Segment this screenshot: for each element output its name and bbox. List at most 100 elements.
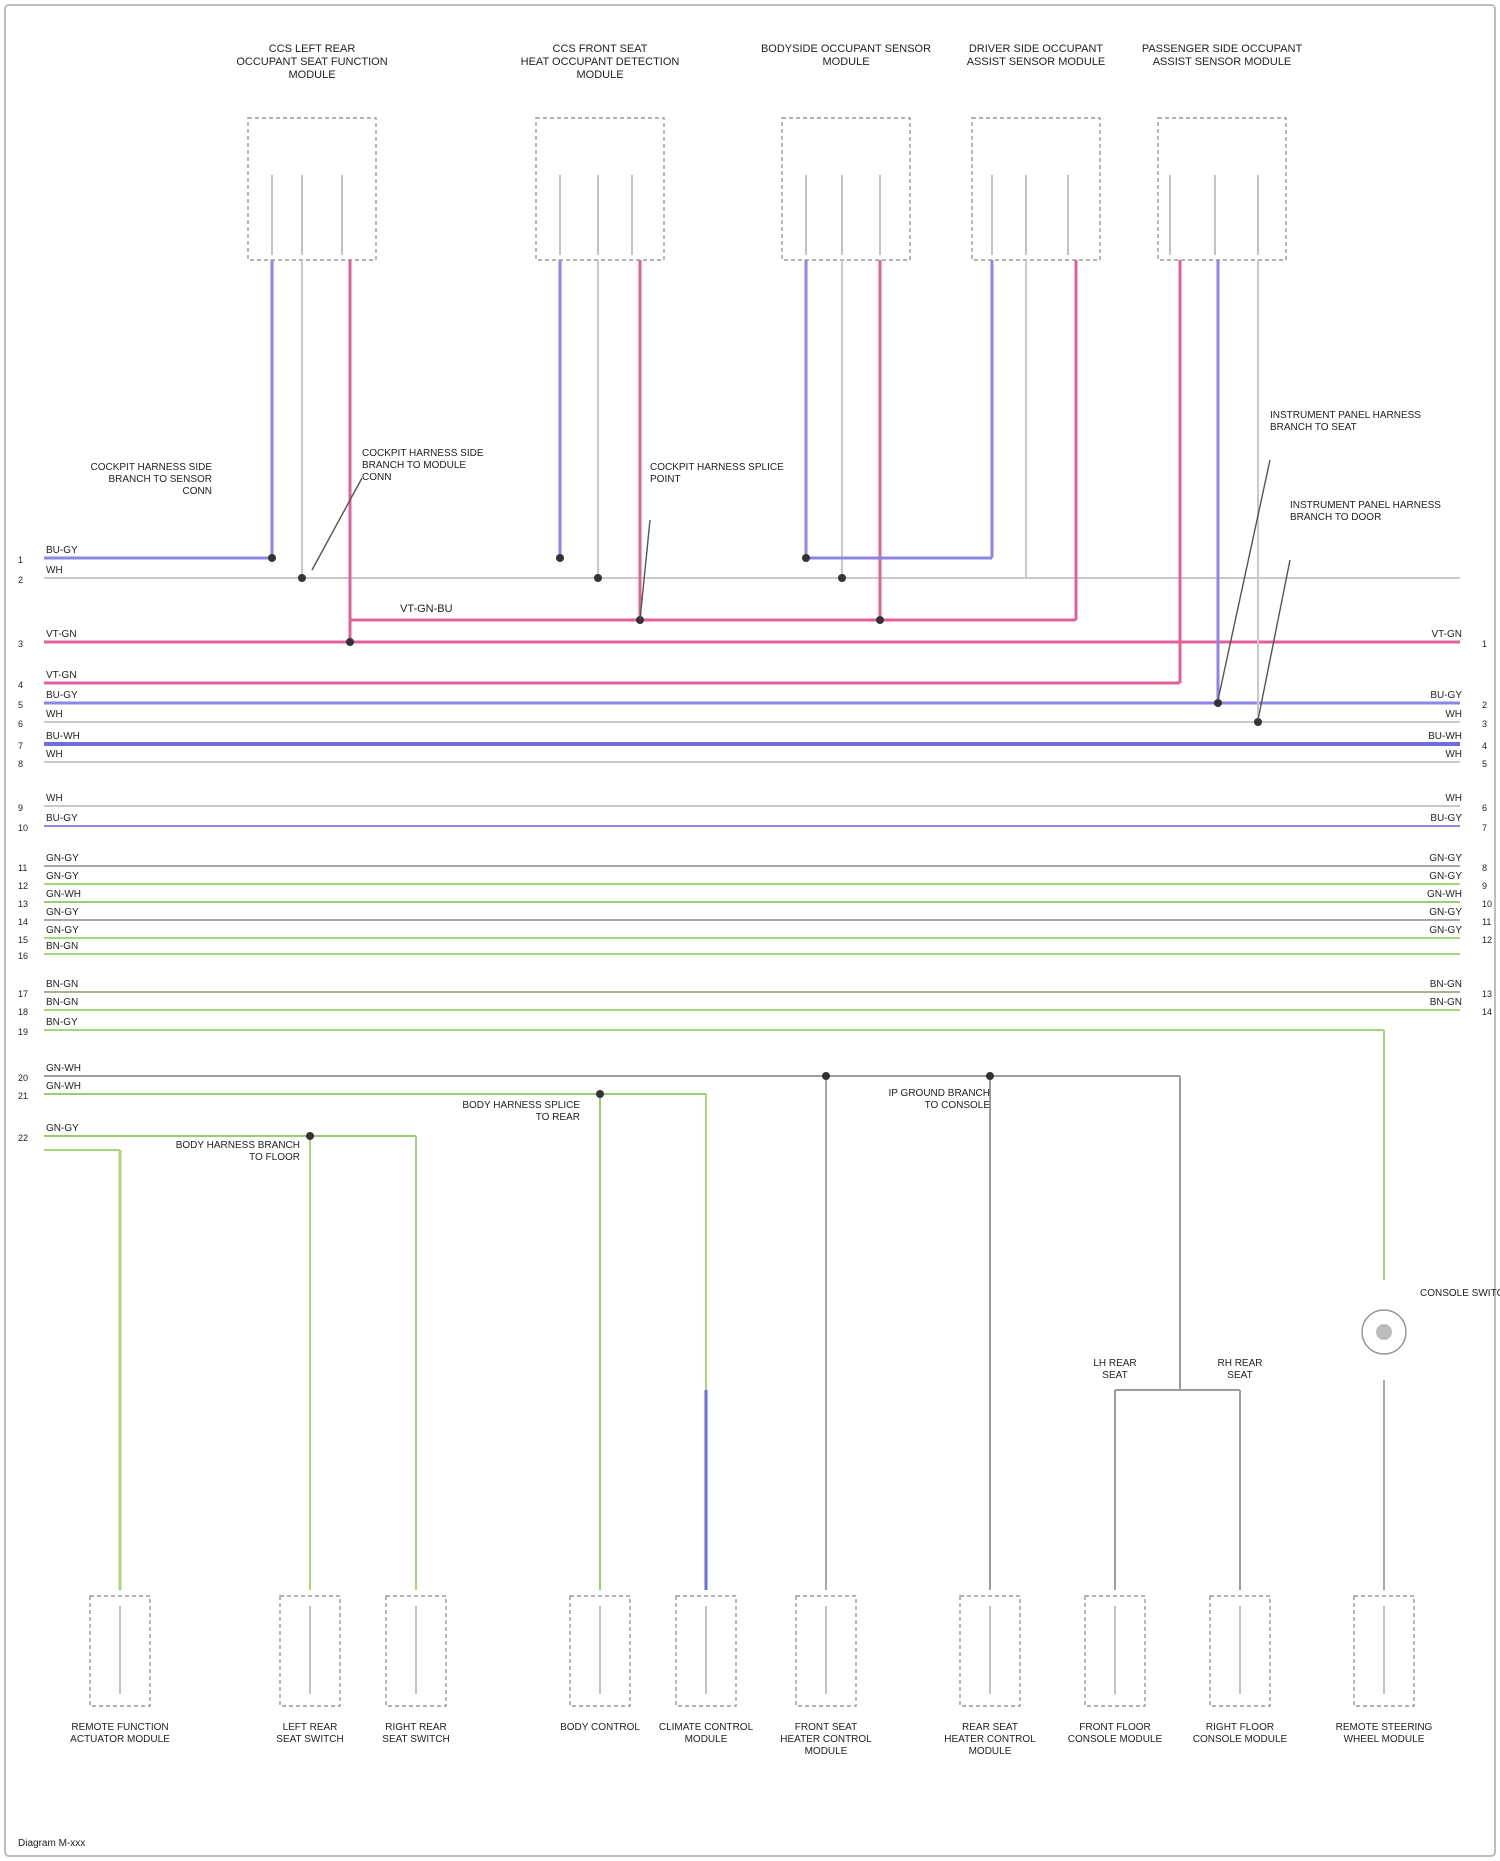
wire-color-label: BN-GN xyxy=(1430,979,1462,990)
wire-number: 10 xyxy=(18,823,28,833)
splice-junction xyxy=(876,616,884,624)
wire-number: 7 xyxy=(18,741,23,751)
wire-color-label: GN-GY xyxy=(1429,907,1462,918)
wire-number: 9 xyxy=(1482,881,1487,891)
bus-wires xyxy=(44,558,1460,1150)
splice-junction xyxy=(594,574,602,582)
wire-color-label: BU-GY xyxy=(46,690,78,701)
wire-number: 8 xyxy=(1482,863,1487,873)
wire-number: 20 xyxy=(18,1073,28,1083)
bottom-component-title: CLIMATE CONTROLMODULE xyxy=(659,1722,754,1745)
wire-number: 12 xyxy=(1482,935,1492,945)
wire-number: 12 xyxy=(18,881,28,891)
wire-color-label: GN-WH xyxy=(46,1081,81,1092)
wire-color-label: BU-GY xyxy=(46,545,78,556)
wire-number: 19 xyxy=(18,1027,28,1037)
wire-number: 3 xyxy=(1482,719,1487,729)
wire-color-label: BN-GN xyxy=(1430,997,1462,1008)
wire-number: 1 xyxy=(18,555,23,565)
wire-number: 18 xyxy=(18,1007,28,1017)
wire-color-label: BU-WH xyxy=(1428,731,1462,742)
wire-number: 11 xyxy=(18,863,27,873)
top-component-box xyxy=(1158,118,1286,260)
bottom-component-title: REMOTE FUNCTIONACTUATOR MODULE xyxy=(70,1722,170,1745)
wire-color-label: WH xyxy=(46,793,63,804)
wire-number: 8 xyxy=(18,759,23,769)
wire-color-label: WH xyxy=(46,749,63,760)
wire-number: 9 xyxy=(18,803,23,813)
wire-color-label: BU-GY xyxy=(1430,690,1462,701)
splice-junction xyxy=(838,574,846,582)
wire-number: 11 xyxy=(1482,917,1491,927)
wire-number: 21 xyxy=(18,1091,28,1101)
wire-number: 13 xyxy=(1482,989,1492,999)
diagram-frame xyxy=(5,5,1495,1856)
wire-color-label: BN-GY xyxy=(46,1017,78,1028)
wire-number: 6 xyxy=(18,719,23,729)
bottom-component-title: REAR SEATHEATER CONTROLMODULE xyxy=(944,1722,1036,1757)
wire-number: 17 xyxy=(18,989,28,999)
splice-junction xyxy=(268,554,276,562)
callout-leader xyxy=(312,478,362,570)
top-component-box xyxy=(536,118,664,260)
wire-number: 22 xyxy=(18,1133,28,1143)
footer-label: Diagram M-xxx xyxy=(18,1838,85,1849)
wire-number: 10 xyxy=(1482,899,1492,909)
wire-number: 13 xyxy=(18,899,28,909)
wire-color-label: GN-GY xyxy=(46,871,79,882)
wire-color-label: GN-GY xyxy=(46,853,79,864)
wire-color-label: GN-WH xyxy=(46,1063,81,1074)
splice-junction xyxy=(822,1072,830,1080)
wire-color-label: BU-GY xyxy=(46,813,78,824)
splice-junction xyxy=(346,638,354,646)
bottom-component-title: BODY CONTROL xyxy=(560,1722,640,1733)
wire-color-label: GN-GY xyxy=(1429,853,1462,864)
callout-text: COCKPIT HARNESS SPLICEPOINT xyxy=(650,462,784,485)
callout-leader xyxy=(1218,460,1270,700)
wire-number: 3 xyxy=(18,639,23,649)
wire-color-label: WH xyxy=(1445,709,1462,720)
callout-leader xyxy=(1258,560,1290,720)
wire-number: 2 xyxy=(1482,700,1487,710)
wire-color-label: WH xyxy=(46,565,63,576)
wire-color-label: GN-GY xyxy=(46,925,79,936)
ground-connector-core xyxy=(1376,1324,1392,1340)
wire-color-label: GN-WH xyxy=(1427,889,1462,900)
wire-color-label: BN-GN xyxy=(46,941,78,952)
splice-junction xyxy=(986,1072,994,1080)
wire-number: 15 xyxy=(18,935,28,945)
wire-color-label: WH xyxy=(46,709,63,720)
wire-number: 6 xyxy=(1482,803,1487,813)
wire-color-label: VT-GN xyxy=(1431,629,1462,640)
vertical-wires xyxy=(120,260,1406,1590)
wire-color-label: BU-WH xyxy=(46,731,80,742)
wire-number: 16 xyxy=(18,951,28,961)
wire-color-label: BN-GN xyxy=(46,997,78,1008)
wire-number: 7 xyxy=(1482,823,1487,833)
wire-number: 5 xyxy=(1482,759,1487,769)
wire-color-label: BU-GY xyxy=(1430,813,1462,824)
top-component-box xyxy=(972,118,1100,260)
splice-junction xyxy=(556,554,564,562)
wire-number: 5 xyxy=(18,700,23,710)
wire-color-label: GN-GY xyxy=(1429,925,1462,936)
callout-text: IP GROUND BRANCHTO CONSOLE xyxy=(889,1088,991,1111)
top-component-box xyxy=(248,118,376,260)
